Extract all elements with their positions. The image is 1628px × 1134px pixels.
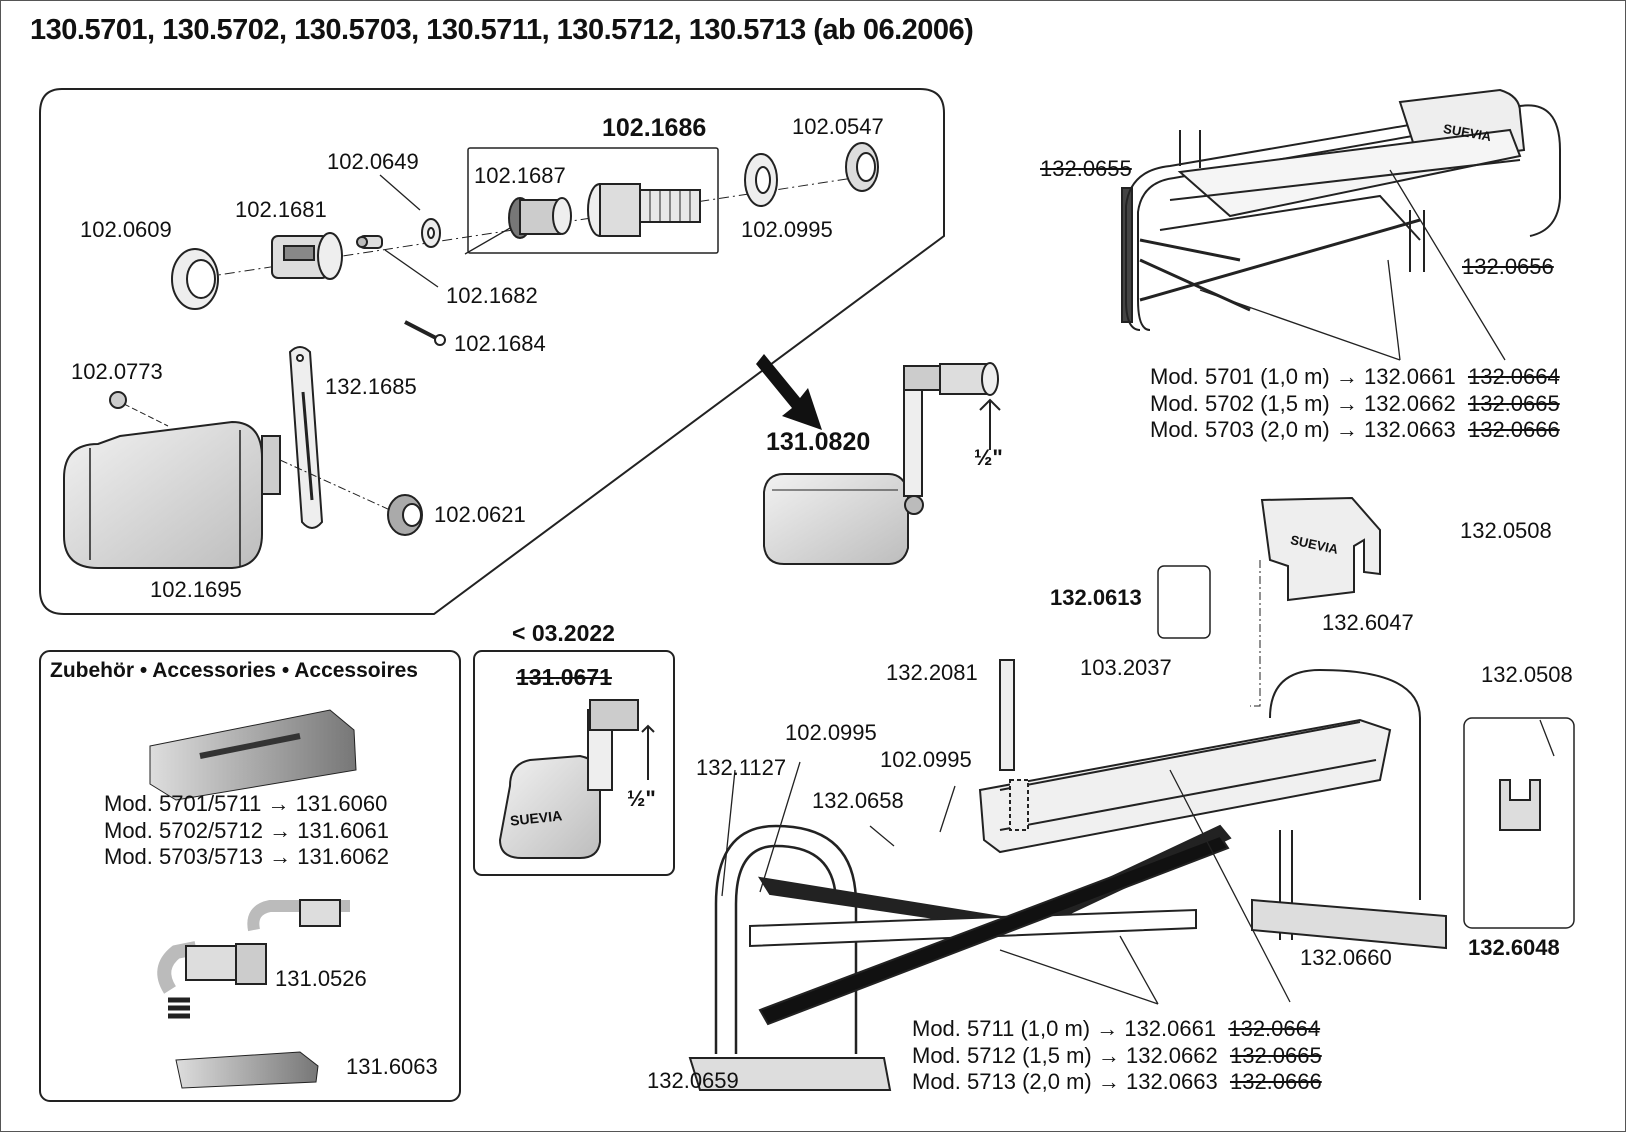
label-102-0547: 102.0547: [792, 114, 884, 139]
label-132-6048: 132.6048: [1468, 935, 1560, 960]
arrow-icon: [756, 354, 822, 430]
label-132-0658: 132.0658: [812, 788, 904, 813]
label-132-0660: 132.0660: [1300, 945, 1392, 970]
trough-top-mods: Mod. 5701 (1,0 m) → 132.0661 132.0664 Mo…: [1150, 364, 1560, 444]
label-132-0659: 132.0659: [647, 1068, 739, 1093]
pin-icon: [356, 235, 383, 249]
label-102-1684: 102.1684: [454, 331, 546, 356]
label-132-0508-cover: 132.0508: [1460, 518, 1552, 543]
float-icon: [63, 420, 281, 569]
label-102-1682: 102.1682: [446, 283, 538, 308]
assembly-box: [467, 147, 719, 254]
label-131-0820: 131.0820: [766, 428, 871, 456]
label-102-0609: 102.0609: [80, 217, 172, 242]
label-102-1695: 102.1695: [150, 577, 242, 602]
trough-bottom-mod-row: Mod. 5712 (1,5 m) → 132.0662 132.0665: [912, 1042, 1322, 1068]
valve-insert-icon: [508, 197, 572, 239]
nut-102-0609-icon: [171, 248, 219, 310]
page-title: 130.5701, 130.5702, 130.5703, 130.5711, …: [30, 14, 974, 46]
label-102-0621: 102.0621: [434, 502, 526, 527]
label-102-0995-b: 102.0995: [880, 747, 972, 772]
label-102-1681: 102.1681: [235, 197, 327, 222]
trough-bottom-mods: Mod. 5711 (1,0 m) → 132.0661 132.0664 Mo…: [912, 1016, 1322, 1096]
label-132-0655: 132.0655: [1040, 156, 1132, 181]
accessories-title: Zubehör • Accessories • Accessoires: [50, 659, 418, 682]
label-132-0656: 132.0656: [1462, 254, 1554, 279]
label-132-1685: 132.1685: [325, 374, 417, 399]
label-103-2037: 103.2037: [1080, 655, 1172, 680]
old-valve-box: [473, 650, 675, 876]
trough-top-mod-row: Mod. 5703 (2,0 m) → 132.0663 132.0666: [1150, 417, 1560, 442]
label-102-0995-detail: 102.0995: [741, 217, 833, 242]
old-valve-part: 131.0671: [516, 664, 612, 690]
accessory-mod-3: Mod. 5703/5713 → 131.6062: [104, 844, 390, 869]
hose-nipple-icon: [587, 183, 701, 237]
label-102-0995-a: 102.0995: [785, 720, 877, 745]
trough-bottom-icon: [688, 496, 1575, 1091]
trough-bottom-mod-row: Mod. 5713 (2,0 m) → 132.0663 132.0666: [912, 1069, 1322, 1094]
label-132-0613: 132.0613: [1050, 585, 1142, 610]
trough-top-icon: [1121, 88, 1561, 331]
float-arm-icon: [288, 346, 324, 529]
hex-nut-icon: [845, 142, 879, 192]
label-131-6063: 131.6063: [346, 1054, 438, 1079]
label-132-0508-right: 132.0508: [1481, 662, 1573, 687]
washer-icon: [421, 218, 441, 248]
trough-top-mod-row: Mod. 5701 (1,0 m) → 132.0661 132.0664: [1150, 364, 1560, 389]
label-102-0649: 102.0649: [327, 149, 419, 174]
label-102-0773: 102.0773: [71, 359, 163, 384]
leader-lines: [721, 169, 1555, 1005]
thread-label: ½": [974, 445, 1003, 470]
trough-bottom-mod-row: Mod. 5711 (1,0 m) → 132.0661 132.0664: [912, 1016, 1321, 1041]
float-valve-131-0820-icon: [763, 362, 1001, 565]
accessories-box: [39, 650, 461, 1102]
fitting-icon: [157, 899, 350, 1019]
accessory-mod-1: Mod. 5701/5711 → 131.6060: [104, 791, 388, 816]
label-132-6047: 132.6047: [1322, 610, 1414, 635]
trough-top-mod-row: Mod. 5702 (1,5 m) → 132.0662 132.0665: [1150, 390, 1560, 416]
screw-icon: [109, 391, 169, 427]
gasket-icon: [744, 153, 778, 207]
split-pin-icon: [404, 320, 446, 346]
label-132-1127: 132.1127: [696, 755, 787, 780]
detail-panel: [39, 88, 945, 615]
old-valve-date: < 03.2022: [512, 620, 615, 646]
knurled-nut-icon: [387, 494, 423, 536]
label-102-1687: 102.1687: [474, 163, 566, 188]
label-102-1686: 102.1686: [602, 114, 707, 142]
label-131-0526: 131.0526: [275, 966, 367, 991]
accessory-mod-2: Mod. 5702/5712 → 131.6061: [104, 817, 390, 843]
accessories-mod-list: Mod. 5701/5711 → 131.6060 Mod. 5702/5712…: [104, 791, 389, 871]
label-132-2081: 132.2081: [886, 660, 978, 685]
old-valve-thread: ½": [627, 786, 656, 811]
valve-body-icon: [271, 232, 343, 280]
